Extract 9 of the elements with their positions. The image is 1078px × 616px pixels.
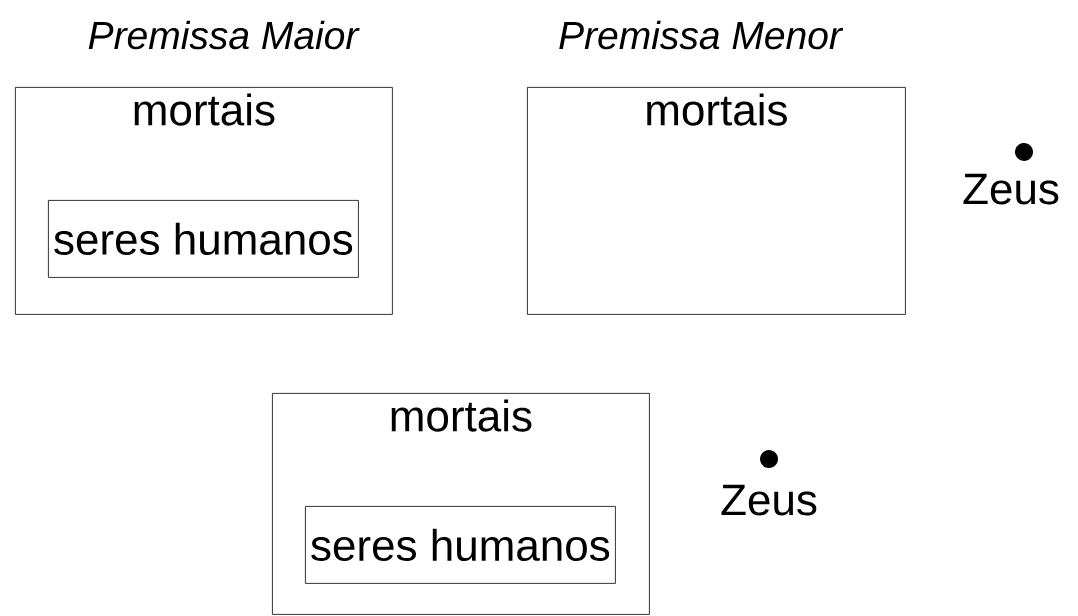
inner-box: seres humanos	[305, 506, 616, 584]
point-label: Zeus	[721, 484, 817, 516]
premise-title: Premissa Menor	[559, 20, 844, 50]
premise-title: Premissa Maior	[88, 20, 360, 50]
point-label: Zeus	[963, 173, 1059, 205]
inner-box: seres humanos	[48, 200, 359, 278]
point-dot	[760, 450, 778, 468]
point-dot	[1015, 143, 1033, 161]
set-box: mortais	[527, 87, 906, 315]
